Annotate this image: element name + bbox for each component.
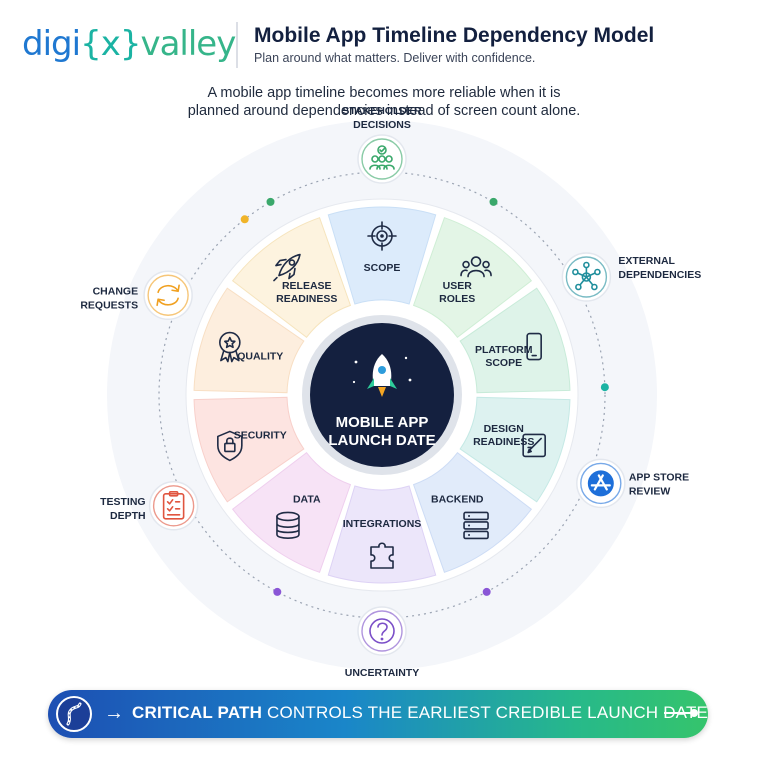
external-label: REVIEW [629,485,671,497]
external-node-ring [565,256,608,298]
refresh-icon [156,284,180,307]
segment-data: DATA [231,452,352,573]
external-label: UNCERTAINTY [345,667,419,679]
page-title: Mobile App Timeline Dependency Model [254,24,655,47]
segment-label: BACKEND [431,494,484,506]
segment-label: READINESS [276,293,337,305]
page-subtitle: Plan around what matters. Deliver with c… [254,51,536,65]
segment-label: QUALITY [237,350,283,362]
orbit-dot [489,197,498,206]
segment-label: PLATFORM [475,344,533,356]
segment-wedge [459,287,571,394]
segment-label: RELEASE [282,280,332,292]
segment-label: SCOPE [364,262,401,274]
segment-label: INTEGRATIONS [343,518,422,530]
external-node [357,606,407,656]
external-external-dependencies: EXTERNAL DEPENDENCIES [561,252,701,302]
external-label: DECISIONS [353,119,411,131]
orbit-dot [273,587,282,596]
banner-arrow: → [104,702,124,724]
external-testing-depth: TESTING DEPTH [100,481,199,531]
external-label: TESTING [100,496,146,508]
banner-text: CRITICAL PATH CONTROLS THE EARLIEST CRED… [132,703,709,722]
checklist-icon [162,490,185,520]
brand-logo: digi{x}valley [22,24,236,64]
external-node-ring [361,610,403,652]
server-icon [463,511,489,540]
external-change-requests: CHANGE REQUESTS [80,270,193,321]
database-icon [276,511,300,539]
users-icon [460,256,492,278]
app-store-icon [587,470,614,497]
segment-label: DESIGN [484,423,524,435]
segment-quality: QUALITY [193,287,305,394]
dependency-wheel: SCOPEUSERROLESPLATFORMSCOPEDESIGNREADINE… [80,105,701,679]
external-node-ring [152,485,195,527]
external-node-ring [361,138,403,180]
hub-label-line-2: LAUNCH DATE [328,432,435,449]
external-node-ring [580,462,622,505]
external-uncertainty: UNCERTAINTY [345,606,419,679]
intro-line-2: planned around dependencies instead of s… [187,103,581,119]
segment-label: USER [443,280,473,292]
segment-label: SECURITY [234,430,287,442]
segment-label: ROLES [439,293,475,305]
segment-wedge [412,217,533,338]
phone-icon [526,332,542,361]
segment-wedge [327,485,437,584]
segment-wedge [459,396,571,503]
segment-wedge [327,206,437,305]
question-icon [369,618,395,644]
award-icon [219,331,241,363]
orbit-dot [266,197,275,206]
segment-scope: SCOPE [327,206,437,305]
orbit-dot [240,215,249,224]
external-node [143,270,193,321]
segment-wedge [193,396,305,503]
external-label: APP STORE [629,471,689,483]
external-node-ring [147,274,189,316]
header-divider [236,22,238,68]
critical-path-banner: → CRITICAL PATH CONTROLS THE EARLIEST CR… [48,690,708,738]
design-icon [522,433,546,458]
external-app-store-review: APP STORE REVIEW [576,458,689,509]
external-label: CHANGE [93,285,139,297]
road-icon [56,696,92,732]
intro-line-1: A mobile app timeline becomes more relia… [207,85,561,101]
segment-label: SCOPE [485,357,522,369]
hub-label-line-1: MOBILE APP [336,414,429,431]
external-label: DEPTH [110,510,146,522]
orbit-dot [600,383,609,392]
network-icon [572,261,601,291]
team-check-icon [369,145,395,170]
orbit-dot [482,587,491,596]
rocket-outline-icon [273,253,301,282]
segment-backend: BACKEND [412,452,533,573]
external-node [148,481,199,531]
segment-wedge [193,287,305,394]
puzzle-icon [370,542,394,569]
external-label: STAKEHOLDER [342,105,422,117]
rocket-icon [352,354,412,397]
external-label: DEPENDENCIES [618,269,701,281]
segment-label: READINESS [473,436,534,448]
segment-security: SECURITY [193,396,305,503]
external-label: REQUESTS [80,299,138,311]
external-stakeholder-decisions: STAKEHOLDER DECISIONS [342,105,422,184]
external-node [357,134,407,184]
external-label: EXTERNAL [618,255,675,267]
segment-label: DATA [293,494,321,506]
intro-text: A mobile app timeline becomes more relia… [0,84,768,120]
target-icon [367,221,397,251]
banner-end-marker [664,709,698,717]
segment-integrations: INTEGRATIONS [327,485,437,584]
shield-lock-icon [217,430,243,462]
